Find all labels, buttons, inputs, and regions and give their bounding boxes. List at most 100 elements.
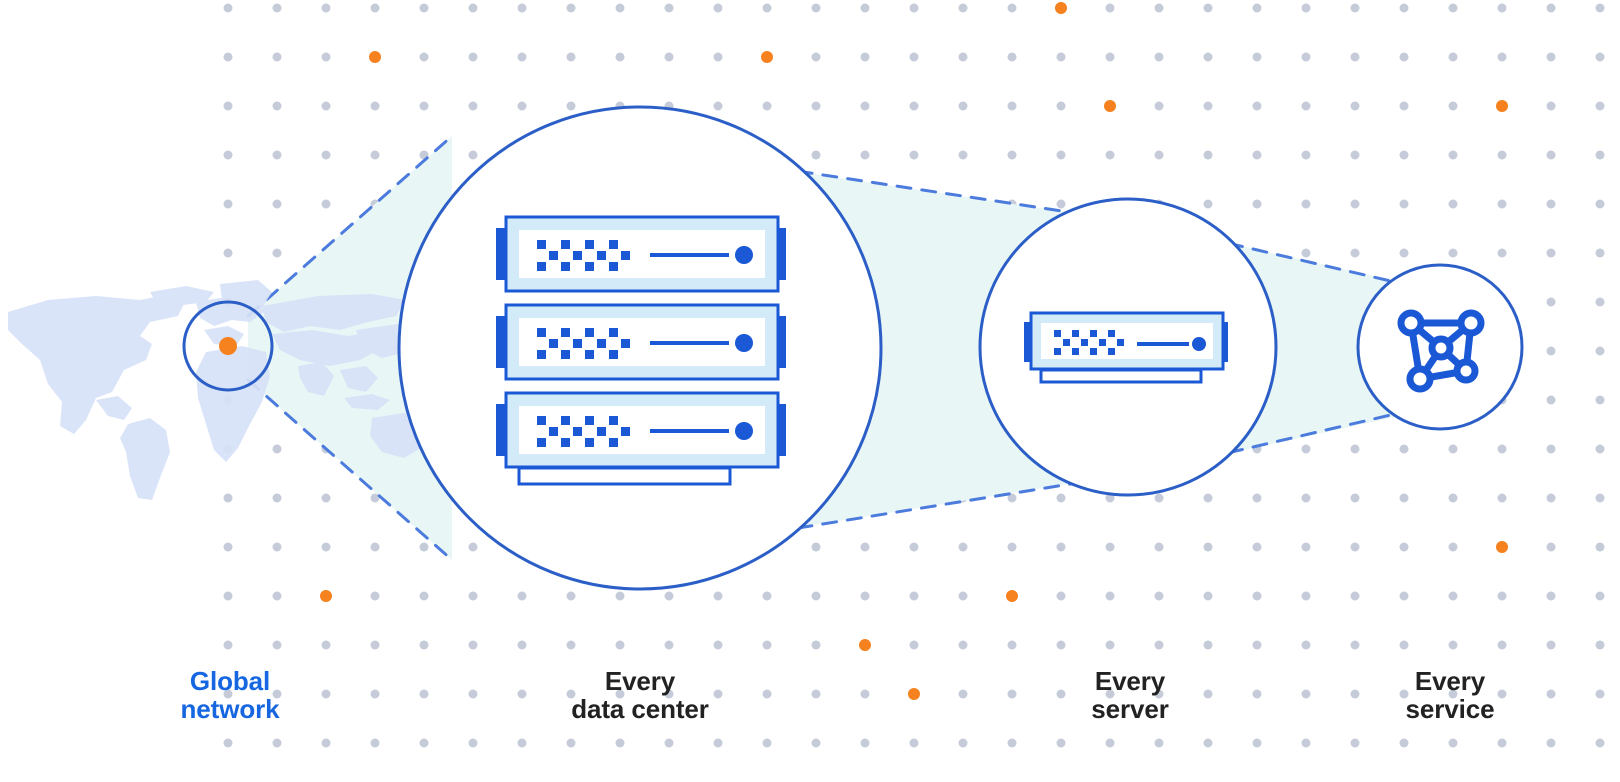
grid-dot [713,640,723,650]
grid-dot [223,689,233,699]
grid-dot [1203,542,1213,552]
grid-dot [321,52,331,62]
grid-dot [321,101,331,111]
grid-dot [1595,395,1605,405]
grid-dot [272,493,282,503]
grid-dot [1497,248,1507,258]
grid-dot [1399,101,1409,111]
grid-dot [1497,199,1507,209]
grid-dot [1301,444,1311,454]
grid-dot [958,689,968,699]
grid-dot [762,738,772,748]
grid-dot [1007,738,1017,748]
grid-dot [419,52,429,62]
grid-dot [272,150,282,160]
grid-dot [1546,542,1556,552]
grid-dot [1546,591,1556,601]
grid-dot [1497,689,1507,699]
grid-dot [1105,3,1115,13]
server-rack-icon [496,215,786,486]
grid-dot [517,3,527,13]
grid-dot [1546,101,1556,111]
label-every-data-center[interactable]: Every data center [540,666,740,724]
grid-dot [1056,689,1066,699]
grid-dot [1154,542,1164,552]
grid-dot [1301,101,1311,111]
grid-dot [860,738,870,748]
label-line-1: Global [189,666,271,696]
grid-dot [321,542,331,552]
grid-dot [1301,591,1311,601]
server-unit [496,303,786,381]
grid-dot [762,101,772,111]
grid-dot [321,150,331,160]
grid-dot [272,199,282,209]
grid-dot [1350,689,1360,699]
grid-dot [1448,493,1458,503]
grid-dot [517,738,527,748]
grid-dot [1497,444,1507,454]
label-line-1: Every [604,666,676,696]
label-every-server[interactable]: Every server [1030,667,1230,724]
grid-dot [321,199,331,209]
label-line-1: Every [1414,666,1486,696]
grid-dot [1105,738,1115,748]
grid-dot [909,3,919,13]
grid-dot [419,689,429,699]
grid-dot [1399,3,1409,13]
grid-dot [1497,150,1507,160]
grid-dot [1301,150,1311,160]
grid-dot [223,3,233,13]
grid-dot [860,101,870,111]
grid-dot [615,689,625,699]
grid-dot [1497,640,1507,650]
grid-dot [370,591,380,601]
grid-dot [860,150,870,160]
grid-dot [1546,395,1556,405]
server-unit [496,391,786,469]
grid-dot [1595,542,1605,552]
grid-dot [1595,150,1605,160]
grid-dot [1203,738,1213,748]
grid-dot [1252,101,1262,111]
grid-dot [664,738,674,748]
grid-dot [468,591,478,601]
grid-dot [370,493,380,503]
grid-dot [223,542,233,552]
grid-dot [1056,591,1066,601]
grid-dot [1399,52,1409,62]
server-unit [496,215,786,293]
grid-dot [223,101,233,111]
grid-dot [223,640,233,650]
grid-dot [223,150,233,160]
grid-dot [419,640,429,650]
grid-dot [1448,542,1458,552]
grid-dot [1546,52,1556,62]
grid-dot [1203,493,1213,503]
grid-dot [909,150,919,160]
grid-dot [1497,52,1507,62]
grid-dot [1595,3,1605,13]
grid-dot [958,101,968,111]
grid-dot [370,542,380,552]
global-network-circle[interactable] [182,300,274,392]
grid-dot [1252,199,1262,209]
label-global-network[interactable]: Global network [130,666,330,724]
grid-dot [1203,150,1213,160]
grid-dot [1203,591,1213,601]
grid-dot [1154,3,1164,13]
grid-dot [272,640,282,650]
grid-dot [517,101,527,111]
label-every-service[interactable]: Every service [1350,666,1550,724]
grid-dot [370,689,380,699]
grid-dot [1595,689,1605,699]
rack-base [517,466,732,486]
grid-dot [1350,591,1360,601]
grid-dot [566,3,576,13]
grid-dot [713,3,723,13]
grid-dot [1399,689,1409,699]
grid-dot [1546,444,1556,454]
grid-dot [1007,3,1017,13]
grid-dot [1350,52,1360,62]
grid-dot [1301,199,1311,209]
